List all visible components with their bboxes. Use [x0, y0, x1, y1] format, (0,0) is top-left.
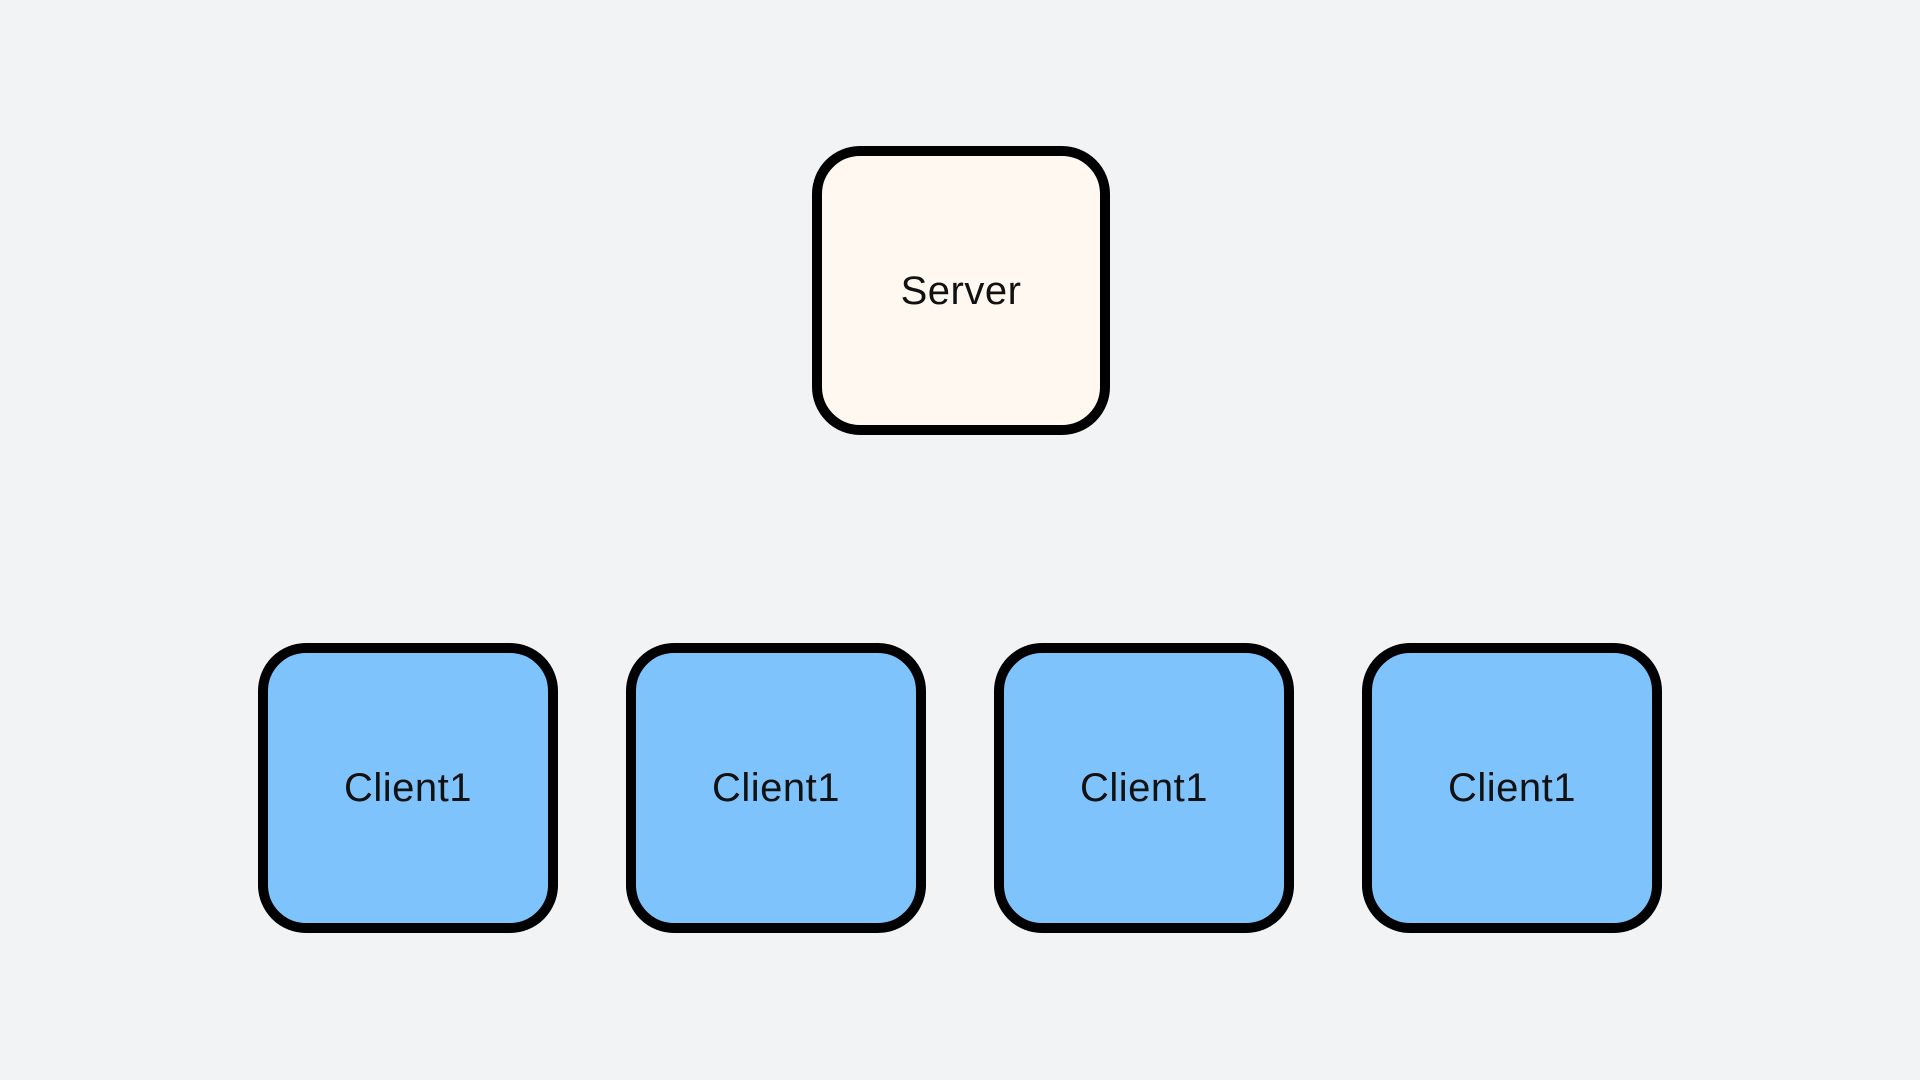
client-node-2[interactable]: Client1	[626, 643, 926, 933]
client-node-label: Client1	[343, 766, 472, 810]
client-node-label: Client1	[711, 766, 840, 810]
client-node-label: Client1	[1447, 766, 1576, 810]
client-node-4[interactable]: Client1	[1362, 643, 1662, 933]
client-node-label: Client1	[1079, 766, 1208, 810]
client-node-1[interactable]: Client1	[258, 643, 558, 933]
server-node-label: Server	[900, 268, 1022, 313]
client-node-3[interactable]: Client1	[994, 643, 1294, 933]
server-node[interactable]: Server	[812, 146, 1110, 435]
